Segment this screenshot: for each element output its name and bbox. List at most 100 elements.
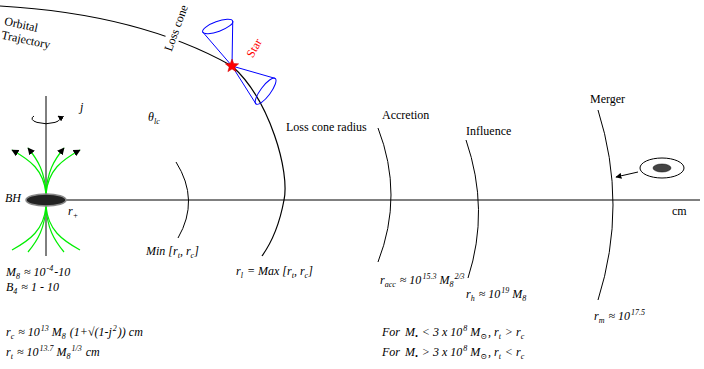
black-hole (26, 194, 66, 206)
label-text: M (6, 265, 16, 279)
label-text: B (6, 280, 13, 294)
label-text: r (236, 264, 241, 278)
label-text: Loss cone radius (286, 120, 367, 134)
cone-edge (232, 66, 256, 104)
subscript: ⊙ (480, 352, 487, 361)
subscript: 8 (16, 272, 20, 281)
label-text: M (512, 287, 522, 301)
subscript: + (73, 211, 78, 220)
label-group: racc≈ 1015.3M82/3 (380, 270, 465, 292)
label-text: M (405, 325, 415, 339)
label-text: < r (505, 345, 521, 359)
field-line (46, 148, 64, 194)
label-text: = Max [r (247, 264, 292, 278)
min-radius-arc (176, 162, 189, 238)
label-text: j (80, 100, 83, 114)
distance-axis (66, 200, 700, 201)
label-text: M (405, 345, 415, 359)
label-text: )) cm (118, 325, 143, 339)
field-line (28, 206, 46, 252)
field-lines (12, 148, 80, 252)
field-line (46, 206, 80, 250)
subscript: l (241, 271, 243, 280)
field-line (46, 206, 64, 252)
label-text: , r (488, 325, 499, 339)
label-text: M (57, 345, 67, 359)
label-group: ForM•> 3 x 108M⊙, rt< rc (382, 342, 524, 364)
label-group: Merger (590, 92, 625, 106)
subscript: c (11, 332, 15, 341)
label-text: < 3 x 10 (422, 325, 462, 339)
superscript: 2/3 (454, 272, 464, 281)
label-text: r (68, 204, 73, 218)
superscript: 8 (463, 324, 467, 333)
label-text: Influence (466, 124, 511, 138)
galaxy-outline (640, 158, 684, 178)
superscript: 13 (41, 324, 49, 333)
label-text: ≈ 10 (18, 325, 40, 339)
subscript: 8 (67, 352, 71, 361)
subscript: c (521, 352, 525, 361)
subscript: t (11, 352, 13, 361)
label-text: , r (488, 345, 499, 359)
galaxy-core (653, 164, 671, 172)
label-text: M (470, 345, 480, 359)
label-text: r (6, 325, 11, 339)
label-group: rt≈ 1013.7M81/3cm (6, 342, 100, 364)
superscript: 2 (113, 324, 117, 333)
label-text: r (6, 345, 11, 359)
superscript: 13.7 (40, 344, 54, 353)
subscript: lc (154, 117, 160, 126)
label-text: , r (180, 244, 191, 258)
superscript: 8 (463, 344, 467, 353)
subscript: ⊙ (480, 332, 487, 341)
cone-rim (252, 75, 279, 107)
label-text: > r (505, 325, 521, 339)
subscript: m (599, 316, 605, 325)
superscript: -4 (47, 264, 54, 273)
label-group: j (80, 100, 83, 114)
subscript: acc (385, 280, 396, 289)
field-line (12, 206, 46, 250)
label-text: ≈ 10 (24, 265, 46, 279)
orbital-trajectory (0, 6, 285, 256)
subscript: 8 (522, 294, 526, 303)
superscript: 17.5 (631, 308, 645, 317)
label-text: For (382, 345, 400, 359)
label-text: ≈ 10 (608, 309, 630, 323)
subscript: c (305, 271, 309, 280)
label-text: Star (243, 36, 265, 60)
superscript: 1/3 (72, 344, 82, 353)
field-line (28, 148, 46, 194)
label-group: B4 ≈ 1 - 10 (6, 280, 59, 299)
label-text: BH (5, 191, 21, 205)
merger-arrow (616, 172, 638, 177)
label-text: ≈ 1 - 10 (21, 280, 59, 294)
subscript: t (178, 251, 180, 260)
label-text: r (380, 273, 385, 287)
label-group: Loss cone radius (286, 120, 367, 134)
label-text: Accretion (382, 108, 429, 122)
label-text: ≈ 10 (17, 345, 39, 359)
label-group: Orbital Trajectory (0, 14, 70, 55)
subscript: 8 (449, 280, 453, 289)
superscript: 19 (501, 286, 509, 295)
subscript: h (471, 294, 475, 303)
subscript: t (499, 332, 501, 341)
label-group: cm (672, 204, 687, 218)
label-text: Min [r (146, 244, 178, 258)
spin-axis (46, 96, 47, 256)
label-group: BH (5, 191, 21, 205)
label-text: Merger (590, 92, 625, 106)
label-group: Min [rt, rc] (146, 244, 199, 263)
label-text: cm (672, 204, 687, 218)
label-group: rl= Max [rt, rc] (236, 264, 313, 283)
subscript: c (521, 332, 525, 341)
subscript: t (292, 271, 294, 280)
label-text: M (439, 273, 449, 287)
merger-arc (598, 110, 613, 300)
label-text: -10 (54, 265, 70, 279)
label-text: ] (308, 264, 313, 278)
subscript: 4 (13, 287, 17, 296)
